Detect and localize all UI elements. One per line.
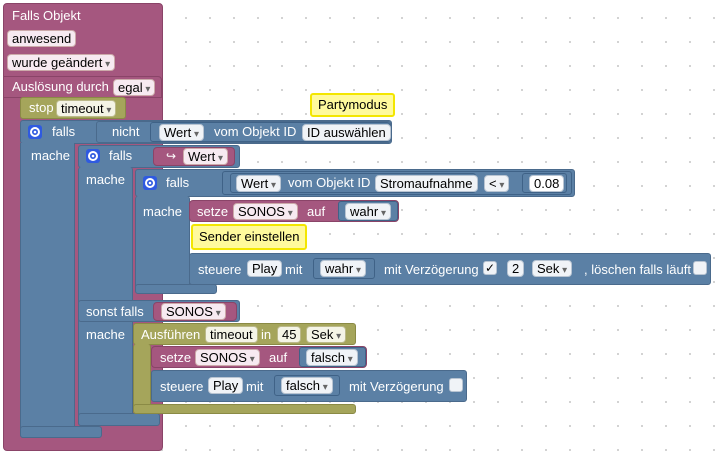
number-input[interactable]: 0.08: [529, 175, 565, 192]
if-middle-mache-label: mache: [86, 172, 126, 187]
stop-timer-dropdown[interactable]: timeout: [56, 100, 117, 117]
if-inner-falls-label: falls: [166, 175, 190, 190]
elseif-mache-label: mache: [86, 327, 126, 342]
gear-icon[interactable]: [86, 149, 100, 163]
if-inner-footer: [135, 284, 217, 294]
control-false-label: steuere: [160, 379, 204, 394]
execute-unit-dropdown[interactable]: Sek: [306, 326, 347, 343]
gear-icon[interactable]: [143, 176, 157, 190]
execute-label: Ausführen: [141, 327, 201, 342]
control-true-target[interactable]: Play: [247, 260, 283, 277]
delay-unit-dropdown[interactable]: Sek: [532, 260, 573, 277]
get-value-dropdown[interactable]: Wert: [159, 124, 205, 141]
trigger-type-dropdown[interactable]: egal: [113, 79, 156, 96]
control-false-delay-label: mit Verzögerung: [349, 379, 444, 394]
stop-label: stop: [29, 100, 54, 115]
control-false-value-dropdown[interactable]: falsch: [281, 377, 333, 394]
set-false-variable-dropdown[interactable]: SONOS: [195, 349, 260, 366]
set-false-to-label: auf: [269, 350, 288, 365]
execute-timer-footer: [133, 404, 356, 414]
control-false-target[interactable]: Play: [208, 377, 244, 394]
inner-from-object-label: vom Objekt ID: [288, 175, 371, 190]
execute-amount-input[interactable]: 45: [277, 326, 302, 343]
elseif-label: sonst falls: [86, 304, 144, 319]
clear-running-checkbox[interactable]: [693, 261, 707, 275]
if-middle-footer: [78, 413, 160, 426]
if-outer-body-bar: [20, 143, 75, 438]
if-outer-footer: [20, 426, 102, 438]
delay-amount-input[interactable]: 2: [507, 260, 525, 277]
trigger-change-dropdown[interactable]: wurde geändert: [7, 54, 116, 71]
bool-false-dropdown[interactable]: falsch: [306, 349, 358, 366]
if-middle-falls-label: falls: [109, 148, 133, 163]
variable-arrow-icon: ↪: [166, 149, 177, 163]
if-inner-mache-label: mache: [143, 204, 183, 219]
trigger-state-field[interactable]: anwesend: [7, 30, 77, 47]
trigger-label: Auslösung durch: [12, 79, 109, 94]
execute-timer-name[interactable]: timeout: [205, 326, 258, 343]
if-outer-falls-label: falls: [52, 124, 76, 139]
elseif-var-dropdown[interactable]: SONOS: [161, 303, 226, 320]
trigger-title: Falls Objekt: [12, 8, 81, 23]
control-false-with-label: mit: [246, 379, 264, 394]
set-true-variable-dropdown[interactable]: SONOS: [233, 203, 298, 220]
bool-true-dropdown[interactable]: wahr: [345, 203, 391, 220]
inner-object-id-select[interactable]: Stromaufnahme: [375, 175, 478, 192]
control-true-label: steuere: [198, 262, 242, 277]
comment-partymodus[interactable]: Partymodus: [310, 93, 396, 117]
compare-operator-dropdown[interactable]: <: [484, 175, 510, 192]
clear-running-label: , löschen falls läuft: [584, 262, 691, 277]
control-true-value-dropdown[interactable]: wahr: [320, 260, 366, 277]
if-inner-body-bar: [135, 196, 190, 292]
execute-in-label: in: [261, 327, 272, 342]
control-true-with-label: mit: [285, 262, 303, 277]
if-middle-body-bar: [78, 167, 133, 426]
set-true-label: setze: [197, 204, 229, 219]
not-label: nicht: [112, 124, 140, 139]
control-false-delay-checkbox[interactable]: [449, 378, 463, 392]
gear-icon[interactable]: [28, 125, 42, 139]
comment-sender[interactable]: Sender einstellen: [191, 224, 308, 250]
if-outer-mache-label: mache: [31, 148, 71, 163]
object-id-select[interactable]: ID auswählen: [302, 124, 391, 141]
variable-value-dropdown[interactable]: Wert: [183, 148, 229, 165]
inner-value-dropdown[interactable]: Wert: [236, 175, 282, 192]
control-true-delay-label: mit Verzögerung: [384, 262, 479, 277]
set-true-to-label: auf: [307, 204, 326, 219]
from-object-label: vom Objekt ID: [214, 124, 297, 139]
delay-checkbox[interactable]: ✓: [483, 261, 497, 275]
set-false-label: setze: [160, 350, 192, 365]
